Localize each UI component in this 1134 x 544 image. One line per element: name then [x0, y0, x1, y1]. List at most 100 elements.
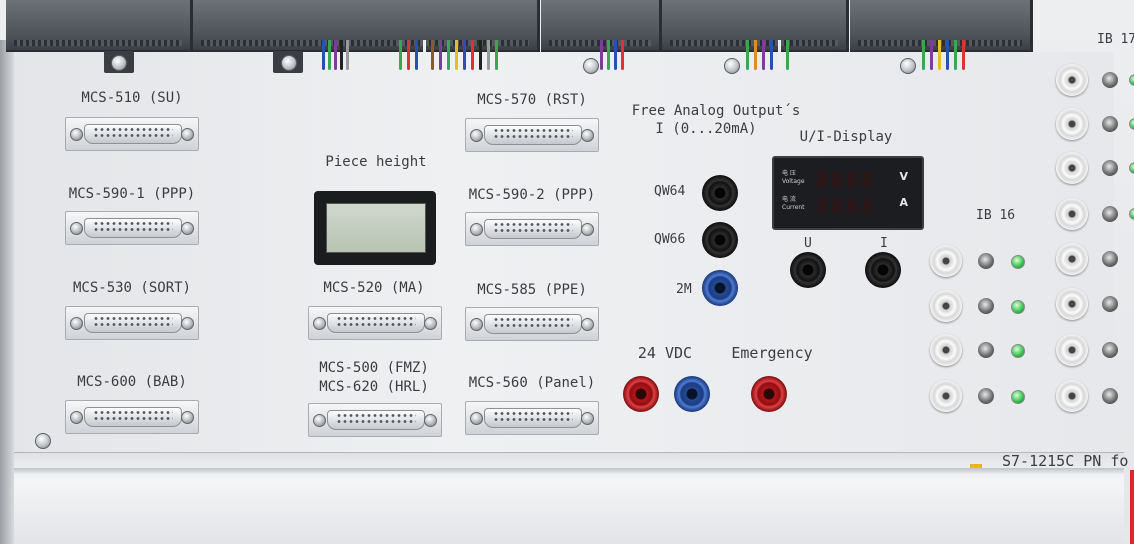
status-led — [1129, 208, 1134, 220]
voltage-digits: 8888 — [816, 168, 877, 192]
socket-2m-blue[interactable] — [702, 270, 738, 306]
analog-output-range: I (0...20mA) — [655, 121, 757, 137]
screw-icon — [281, 55, 297, 71]
wire-bundle — [918, 40, 978, 74]
connector-label-mcs590-2: MCS-590-2 (PPP) — [468, 187, 596, 203]
dsub-connector-mcs590-2[interactable] — [465, 212, 599, 246]
trough-lip — [14, 468, 1124, 474]
input-socket[interactable] — [930, 334, 962, 366]
plc-module — [193, 0, 540, 52]
connector-label-mcs570: MCS-570 (RST) — [477, 92, 587, 108]
wire-bundle — [598, 40, 638, 74]
piece-height-lcd — [314, 191, 436, 265]
analog-label-2m: 2M — [676, 282, 692, 297]
screw-icon — [900, 58, 916, 74]
analog-label-qw64: QW64 — [654, 184, 686, 199]
status-led — [1011, 255, 1025, 269]
input-socket[interactable] — [1056, 198, 1088, 230]
red-edge-strip — [1130, 470, 1134, 544]
input-socket[interactable] — [1056, 380, 1088, 412]
status-led — [1129, 74, 1134, 86]
toggle-switch[interactable] — [978, 298, 994, 314]
status-led — [1011, 344, 1025, 358]
input-socket[interactable] — [1056, 243, 1088, 275]
status-led — [1011, 390, 1025, 404]
connector-label-mcs620: MCS-620 (HRL) — [319, 379, 429, 395]
toggle-switch[interactable] — [978, 342, 994, 358]
wire-bundle — [395, 40, 515, 74]
input-socket[interactable] — [1056, 288, 1088, 320]
screw-icon — [35, 433, 51, 449]
panel-frame-left — [0, 40, 14, 544]
piece-height-label: Piece height — [325, 154, 427, 170]
connector-label-mcs530: MCS-530 (SORT) — [72, 280, 191, 296]
toggle-switch[interactable] — [978, 388, 994, 404]
connector-label-mcs560: MCS-560 (Panel) — [468, 375, 596, 391]
socket-qw64-black[interactable] — [702, 175, 738, 211]
dsub-connector-mcs585[interactable] — [465, 307, 599, 341]
screw-icon — [724, 58, 740, 74]
status-led — [1129, 118, 1134, 130]
connector-label-mcs520: MCS-520 (MA) — [323, 280, 425, 296]
dsub-connector-mcs530[interactable] — [65, 306, 199, 340]
socket-24vdc-red[interactable] — [623, 376, 659, 412]
marker-strip — [970, 464, 982, 468]
ib16-label: IB 16 — [976, 208, 1016, 223]
socket-24vdc-blue[interactable] — [674, 376, 710, 412]
input-socket[interactable] — [1056, 108, 1088, 140]
dsub-connector-mcs500-620[interactable] — [308, 403, 442, 437]
analog-output-title: Free Analog Output´s — [631, 103, 801, 119]
socket-u-black[interactable] — [790, 252, 826, 288]
connector-label-mcs590-1: MCS-590-1 (PPP) — [68, 186, 196, 202]
toggle-switch[interactable] — [1102, 72, 1118, 88]
ib17-label: IB 17 — [1097, 32, 1134, 47]
toggle-switch[interactable] — [1102, 116, 1118, 132]
current-label: Current — [782, 204, 805, 211]
toggle-switch[interactable] — [1102, 160, 1118, 176]
dsub-connector-mcs560[interactable] — [465, 401, 599, 435]
dsub-connector-mcs600[interactable] — [65, 400, 199, 434]
i-socket-label: I — [880, 236, 888, 251]
u-socket-label: U — [804, 236, 812, 251]
dsub-connector-mcs510[interactable] — [65, 117, 199, 151]
connector-label-mcs500: MCS-500 (FMZ) — [319, 360, 429, 376]
socket-i-black[interactable] — [865, 252, 901, 288]
status-led — [1129, 162, 1134, 174]
plc-model-label: S7-1215C PN fo — [1002, 452, 1129, 470]
input-socket[interactable] — [1056, 334, 1088, 366]
toggle-switch[interactable] — [1102, 206, 1118, 222]
current-digits: 8888 — [816, 194, 877, 218]
current-cn-label: 电 流 — [782, 196, 796, 203]
connector-label-mcs585: MCS-585 (PPE) — [477, 282, 587, 298]
analog-label-qw66: QW66 — [654, 232, 686, 247]
vdc-label: 24 VDC — [637, 344, 693, 362]
input-socket[interactable] — [1056, 152, 1088, 184]
dsub-connector-mcs520[interactable] — [308, 306, 442, 340]
toggle-switch[interactable] — [1102, 251, 1118, 267]
connector-label-mcs510: MCS-510 (SU) — [81, 90, 183, 106]
wire-bundle — [742, 40, 802, 74]
toggle-switch[interactable] — [1102, 388, 1118, 404]
screw-icon — [111, 55, 127, 71]
socket-qw66-black[interactable] — [702, 222, 738, 258]
connector-label-mcs600: MCS-600 (BAB) — [77, 374, 187, 390]
input-socket[interactable] — [930, 245, 962, 277]
input-socket[interactable] — [1056, 64, 1088, 96]
toggle-switch[interactable] — [978, 253, 994, 269]
plc-module — [6, 0, 193, 52]
dsub-connector-mcs590-1[interactable] — [65, 211, 199, 245]
screw-icon — [583, 58, 599, 74]
toggle-switch[interactable] — [1102, 342, 1118, 358]
wire-bundle — [318, 40, 378, 74]
toggle-switch[interactable] — [1102, 296, 1118, 312]
emergency-label: Emergency — [731, 344, 813, 362]
input-socket[interactable] — [930, 380, 962, 412]
ui-display-title: U/I-Display — [799, 129, 893, 145]
socket-emergency-red[interactable] — [751, 376, 787, 412]
input-socket[interactable] — [930, 290, 962, 322]
dsub-connector-mcs570[interactable] — [465, 118, 599, 152]
current-unit: A — [899, 196, 908, 209]
